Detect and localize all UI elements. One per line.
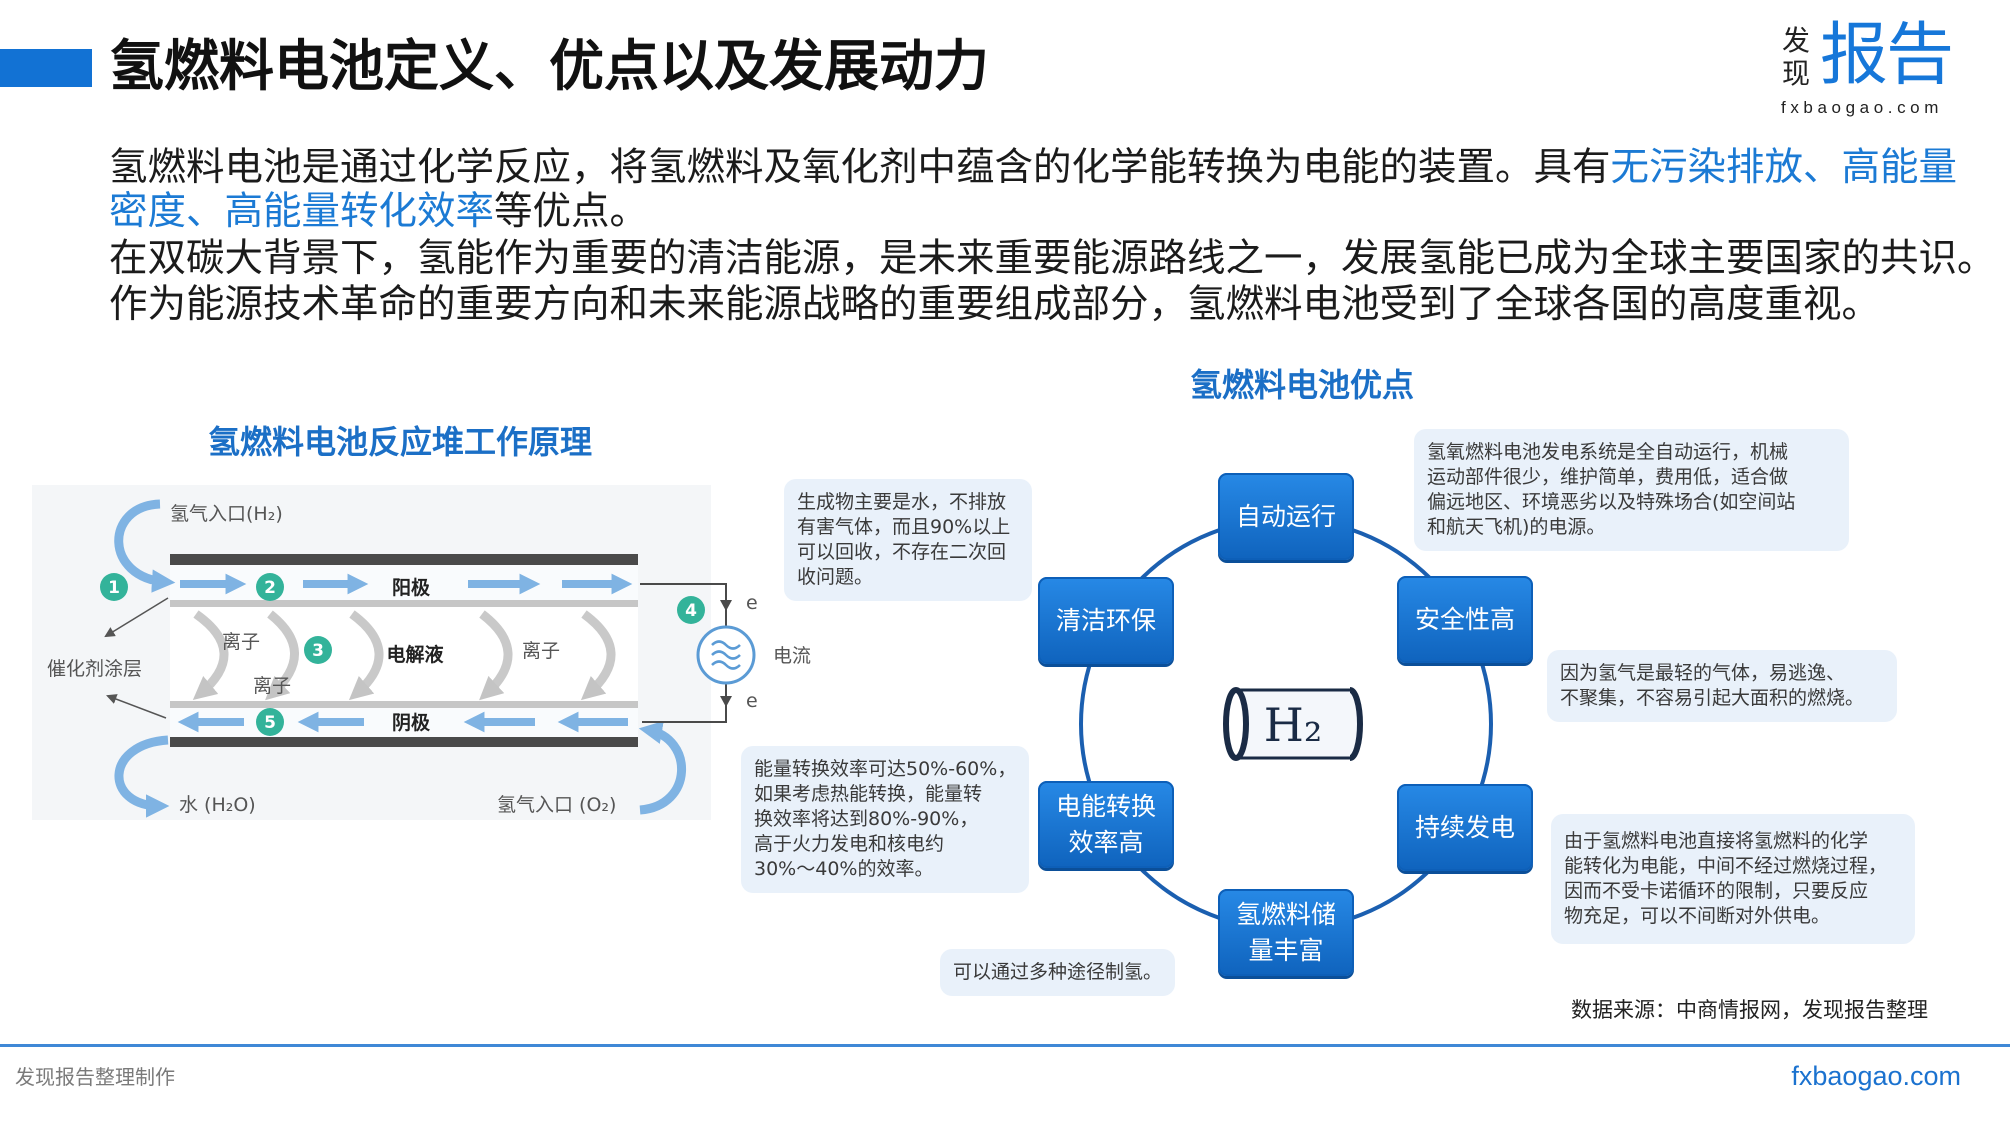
step-number: 3 bbox=[312, 641, 324, 661]
note-high-efficiency: 能量转换效率可达50%-60%， 如果考虑热能转换，能量转 换效率将达到80%-… bbox=[741, 746, 1030, 893]
note-abundant-reserves: 可以通过多种途径制氢。 bbox=[940, 949, 1176, 996]
ion-label: 离子 bbox=[253, 675, 291, 697]
electrolyte-layer bbox=[170, 607, 638, 701]
title-accent-bar bbox=[0, 49, 92, 87]
logo-small-text: 发 现 bbox=[1779, 24, 1813, 90]
advantages-title: 氢燃料电池优点 bbox=[1190, 366, 1415, 404]
water-outlet-label: 水 (H₂O) bbox=[179, 794, 256, 816]
footer-divider bbox=[0, 1044, 2010, 1047]
hydrogen-inlet-arrow bbox=[114, 499, 176, 593]
logo-small-char-1: 发 bbox=[1781, 24, 1810, 57]
intro-line-3: 在双碳大背景下，氢能作为重要的清洁能源，是未来重要能源路线之一，发展氢能已成为全… bbox=[109, 236, 1996, 281]
hydrogen-symbol: H₂ bbox=[1264, 698, 1323, 752]
step-number: 4 bbox=[685, 601, 697, 621]
catalyst-pointer bbox=[104, 597, 169, 638]
advantage-high-safety: 安全性高 bbox=[1397, 576, 1533, 663]
anode-channel bbox=[170, 565, 638, 601]
step-number: 5 bbox=[264, 713, 276, 733]
ion-flow-arrow bbox=[265, 610, 299, 701]
step-badge-5: 5 bbox=[256, 708, 284, 736]
footer-domain: fxbaogao.com bbox=[1791, 1061, 1961, 1091]
circuit-wire-top bbox=[640, 583, 727, 627]
intro-line-1: 氢燃料电池是通过化学反应，将氢燃料及氧化剂中蕴含的化学能转换为电能的装置。具有无… bbox=[109, 145, 1957, 191]
advantage-continuous-power: 持续发电 bbox=[1397, 784, 1533, 871]
note-high-safety: 因为氢气是最轻的气体，易逃逸、 不聚集，不容易引起大面积的燃烧。 bbox=[1547, 650, 1897, 722]
step-number: 1 bbox=[108, 578, 120, 598]
step-number: 2 bbox=[264, 578, 276, 598]
intro-line-2-highlight: 密度、高能量转化效率 bbox=[109, 189, 495, 234]
anode-catalyst-layer bbox=[170, 600, 638, 607]
ion-flow-arrow bbox=[479, 610, 513, 701]
note-auto-operation: 氢氧燃料电池发电系统是全自动运行，机械 运动部件很少，维护简单，费用低，适合做 … bbox=[1414, 429, 1849, 551]
logo-small-char-2: 现 bbox=[1781, 57, 1810, 90]
advantage-auto-operation: 自动运行 bbox=[1218, 473, 1354, 560]
top-plate bbox=[170, 554, 638, 565]
stack-diagram-title: 氢燃料电池反应堆工作原理 bbox=[208, 423, 593, 461]
fuel-cell-stack-diagram: 1 2 3 4 5 氢气入口(H₂) 催化剂涂层 水 (H₂O) 氢气入口 (O… bbox=[32, 485, 811, 820]
ion-flow-arrow bbox=[348, 610, 384, 701]
catalyst-layer-label: 催化剂涂层 bbox=[47, 658, 142, 680]
step-badge-4: 4 bbox=[677, 596, 705, 624]
electron-label: e bbox=[746, 690, 758, 712]
page-title: 氢燃料电池定义、优点以及发展动力 bbox=[109, 34, 990, 98]
cathode-label: 阴极 bbox=[392, 711, 431, 734]
catalyst-pointer bbox=[106, 694, 167, 719]
advantage-abundant-reserves: 氢燃料储 量丰富 bbox=[1218, 889, 1354, 976]
intro-line-2: 密度、高能量转化效率等优点。 bbox=[109, 189, 648, 235]
intro-line-2-text: 等优点。 bbox=[494, 189, 649, 234]
anode-label: 阳极 bbox=[392, 576, 431, 599]
ion-label: 离子 bbox=[522, 640, 560, 662]
electrolyte-label: 电解液 bbox=[386, 643, 444, 666]
step-badge-3: 3 bbox=[304, 636, 332, 664]
advantage-clean: 清洁环保 bbox=[1038, 577, 1174, 664]
hydrogen-inlet-label: 氢气入口(H₂) bbox=[170, 503, 283, 525]
ion-label: 离子 bbox=[222, 631, 260, 653]
oxygen-inlet-arrow bbox=[638, 720, 687, 815]
note-clean: 生成物主要是水，不排放 有害气体，而且90%以上 可以回收，不存在二次回 收问题… bbox=[784, 479, 1032, 601]
data-source: 数据来源：中商情报网，发现报告整理 bbox=[1571, 998, 1928, 1022]
note-continuous-power: 由于氢燃料电池直接将氢燃料的化学 能转化为电能，中间不经过燃烧过程， 因而不受卡… bbox=[1551, 814, 1915, 944]
electron-flow-arrow-icon bbox=[720, 600, 732, 611]
bottom-plate bbox=[170, 737, 638, 747]
electron-label: e bbox=[746, 592, 758, 614]
logo-wordmark: 报告 bbox=[1820, 16, 1954, 95]
step-badge-1: 1 bbox=[100, 573, 128, 601]
advantage-high-efficiency: 电能转换 效率高 bbox=[1038, 781, 1174, 868]
electron-flow-arrow-icon bbox=[720, 696, 732, 707]
load-coil-icon bbox=[711, 640, 741, 670]
ion-flow-arrow bbox=[580, 610, 616, 701]
ion-flow-arrow bbox=[192, 610, 229, 701]
logo-domain: fxbaogao.com bbox=[1781, 98, 1943, 117]
cathode-catalyst-layer bbox=[170, 701, 638, 708]
hydrogen-cylinder-icon bbox=[1223, 687, 1363, 761]
intro-line-4: 作为能源技术革命的重要方向和未来能源战略的重要组成部分，氢燃料电池受到了全球各国… bbox=[109, 282, 1881, 327]
intro-line-1-highlight: 无污染排放、高能量 bbox=[1610, 145, 1958, 190]
current-label: 电流 bbox=[773, 645, 811, 667]
footer-credit: 发现报告整理制作 bbox=[15, 1065, 175, 1089]
oxygen-inlet-label: 氢气入口 (O₂) bbox=[497, 794, 616, 816]
step-badge-2: 2 bbox=[256, 573, 284, 601]
water-outlet-arrow bbox=[114, 735, 170, 818]
intro-line-1-text: 氢燃料电池是通过化学反应，将氢燃料及氧化剂中蕴含的化学能转换为电能的装置。具有 bbox=[109, 145, 1611, 190]
